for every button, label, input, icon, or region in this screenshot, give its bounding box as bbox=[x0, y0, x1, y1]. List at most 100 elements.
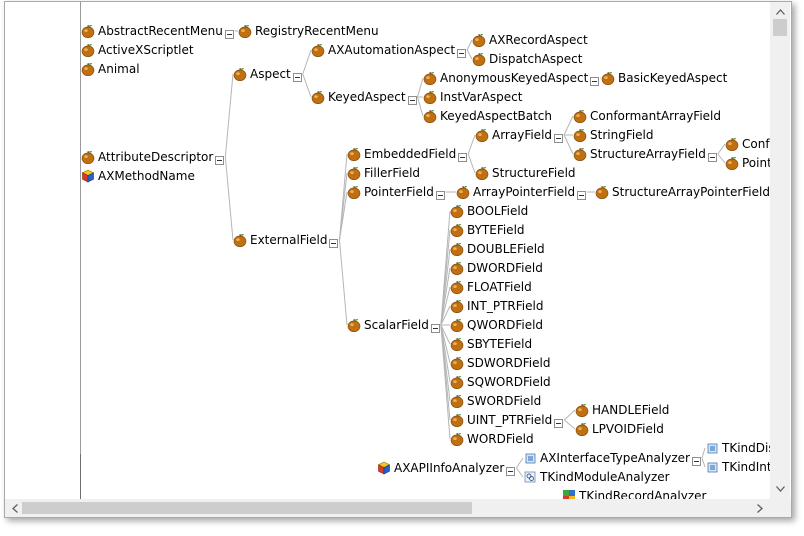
apple-icon bbox=[233, 233, 247, 248]
collapse-toggle-icon[interactable] bbox=[506, 463, 516, 476]
horizontal-scroll-thumb[interactable] bbox=[22, 502, 472, 514]
tree-node-label: StructureArrayPointerField bbox=[612, 185, 770, 199]
collapse-toggle-icon[interactable] bbox=[329, 235, 339, 248]
collapse-toggle-icon[interactable] bbox=[554, 130, 564, 143]
tree-node-label: Aspect bbox=[250, 67, 291, 81]
tree-node-label: StructureArrayField bbox=[590, 147, 706, 161]
tree-node-label: KeyedAspectBatch bbox=[440, 109, 553, 123]
tree-node-label: AXAutomationAspect bbox=[328, 43, 456, 57]
tree-node-label: ScalarField bbox=[364, 318, 429, 332]
connector-arrayfield-structurearrayfield bbox=[563, 134, 574, 155]
collapse-toggle-icon[interactable] bbox=[707, 149, 717, 162]
apple-icon bbox=[456, 185, 470, 200]
scrollbar-corner bbox=[770, 499, 791, 517]
tree-node-label: AXAPIInfoAnalyzer bbox=[394, 461, 505, 475]
horizontal-scrollbar[interactable] bbox=[5, 499, 770, 517]
scroll-left-arrow-icon[interactable] bbox=[7, 500, 23, 516]
apple-icon bbox=[475, 128, 489, 143]
apple-icon bbox=[450, 432, 464, 447]
connector-axautomationaspect-dispatchaspect bbox=[466, 49, 473, 60]
tree-node-label: TKindModuleAnalyzer bbox=[540, 470, 670, 484]
apple-icon bbox=[450, 261, 464, 276]
apple-icon bbox=[450, 318, 464, 333]
tree-node-label: ActiveXScriptlet bbox=[98, 43, 194, 57]
connector-structurearrayfield-conf-partial bbox=[717, 143, 726, 155]
tree-node-label: INT_PTRField bbox=[467, 299, 544, 313]
tree-connector-lines bbox=[224, 30, 726, 478]
class-hierarchy-diagram[interactable]: AbstractRecentMenu RegistryRecentMenu Ac… bbox=[5, 2, 770, 499]
apple-icon bbox=[423, 71, 437, 86]
collapse-toggle-icon[interactable] bbox=[292, 69, 302, 82]
collapse-toggle-icon[interactable] bbox=[554, 415, 564, 428]
apple-icon bbox=[450, 413, 464, 428]
connector-keyedaspect-anonymouskeyedaspect bbox=[417, 77, 424, 98]
apple-icon bbox=[450, 204, 464, 219]
collapse-toggle-icon[interactable] bbox=[215, 152, 225, 165]
tree-node-label: AnonymousKeyedAspect bbox=[440, 71, 589, 85]
apple-icon bbox=[472, 52, 486, 67]
collapse-toggle-icon[interactable] bbox=[430, 320, 440, 333]
tree-node-label: SQWORDField bbox=[467, 375, 551, 389]
vertical-scroll-thumb[interactable] bbox=[773, 19, 787, 36]
apple-icon bbox=[573, 128, 587, 143]
connector-attributedescriptor-externalfield bbox=[224, 156, 234, 241]
left-margin-line-lower bbox=[80, 454, 81, 499]
tree-node-label: UINT_PTRField bbox=[467, 413, 553, 427]
apple-icon bbox=[475, 166, 489, 181]
apple-icon bbox=[450, 280, 464, 295]
tree-node-label: ConformantArrayField bbox=[590, 109, 721, 123]
tree-node-label: TKindDis bbox=[722, 441, 770, 455]
tree-node-label: FLOATField bbox=[467, 280, 532, 294]
apple-icon bbox=[450, 299, 464, 314]
collapse-toggle-icon[interactable] bbox=[691, 453, 701, 466]
left-margin-line bbox=[80, 2, 81, 499]
collapse-toggle-icon[interactable] bbox=[590, 73, 600, 86]
apple-icon bbox=[347, 166, 361, 181]
colored-class-icon bbox=[562, 489, 576, 499]
vertical-scrollbar[interactable] bbox=[770, 2, 790, 499]
apple-icon bbox=[233, 67, 247, 82]
scroll-up-arrow-icon[interactable] bbox=[772, 4, 788, 20]
tree-node-label: BasicKeyedAspect bbox=[618, 71, 728, 85]
tree-node-label: AXMethodName bbox=[98, 169, 195, 183]
collapse-toggle-icon[interactable] bbox=[407, 92, 417, 105]
connector-axautomationaspect-axrecordaspect bbox=[466, 39, 473, 51]
apple-icon bbox=[311, 90, 325, 105]
apple-icon bbox=[423, 90, 437, 105]
collapse-toggle-icon[interactable] bbox=[435, 187, 445, 200]
apple-icon bbox=[347, 318, 361, 333]
apple-icon bbox=[238, 24, 252, 39]
scroll-down-arrow-icon[interactable] bbox=[772, 481, 788, 497]
connector-axinterfacetypeanalyzer-tkinddis-partial bbox=[701, 447, 706, 459]
tree-node-label: ArrayField bbox=[492, 128, 553, 142]
apple-icon bbox=[450, 337, 464, 352]
apple-icon bbox=[81, 150, 95, 165]
apple-icon bbox=[347, 147, 361, 162]
connector-scalarfield-int_ptrfield bbox=[440, 305, 451, 326]
apple-icon bbox=[725, 156, 739, 171]
tree-node-label: Point bbox=[742, 156, 770, 170]
tree-node-label: KeyedAspect bbox=[328, 90, 406, 104]
collapse-toggle-icon[interactable] bbox=[458, 149, 468, 162]
connector-aspect-axautomationaspect bbox=[302, 49, 312, 75]
apple-icon bbox=[81, 43, 95, 58]
tree-node-label: StructureField bbox=[492, 166, 576, 180]
stacked-box-icon bbox=[81, 169, 95, 183]
collapse-toggle-icon[interactable] bbox=[224, 26, 234, 39]
collapse-toggle-icon[interactable] bbox=[457, 45, 467, 58]
apple-icon bbox=[423, 109, 437, 124]
scroll-right-arrow-icon[interactable] bbox=[752, 500, 768, 516]
connector-embeddedfield-structurefield bbox=[467, 153, 476, 174]
collapse-toggle-icon[interactable] bbox=[577, 187, 587, 200]
apple-icon bbox=[601, 71, 615, 86]
apple-icon bbox=[472, 33, 486, 48]
connector-uint_ptrfield-lpvoidfield bbox=[563, 419, 576, 430]
connector-scalarfield-dwordfield bbox=[440, 267, 451, 326]
tree-node-label: AXInterfaceTypeAnalyzer bbox=[540, 451, 690, 465]
apple-icon bbox=[347, 185, 361, 200]
tree-node-label: BOOLField bbox=[467, 204, 529, 218]
apple-icon bbox=[450, 242, 464, 257]
tree-node-label: Conf bbox=[742, 137, 770, 151]
apple-icon bbox=[595, 185, 609, 200]
connector-scalarfield-floatfield bbox=[440, 286, 451, 326]
